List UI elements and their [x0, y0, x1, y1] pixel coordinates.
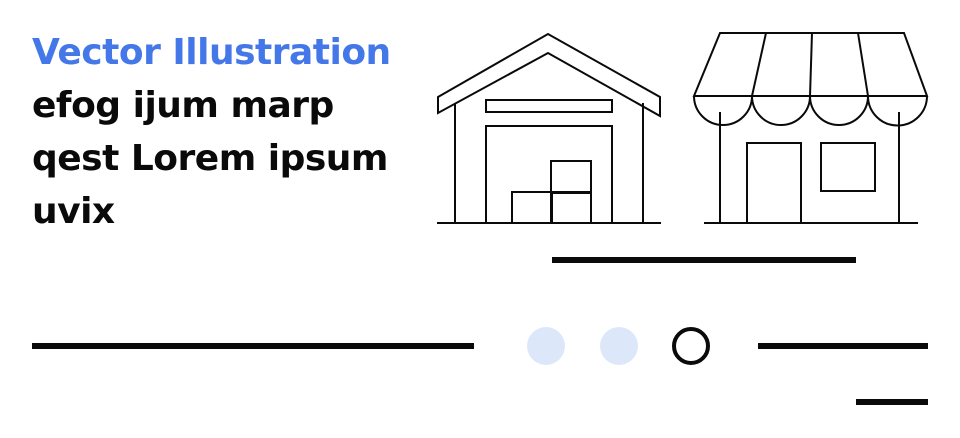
warehouse-icon [437, 32, 661, 224]
title-accent: Vector Illustration [32, 32, 391, 73]
title-block: Vector Illustration efog ijum marp qest … [32, 26, 412, 238]
title-body: efog ijum marp qest Lorem ipsum uvix [32, 85, 388, 232]
pagination-dot[interactable] [527, 327, 565, 365]
store-icon [692, 32, 929, 224]
pagination-dot-active[interactable] [672, 327, 710, 365]
pagination-dot[interactable] [600, 327, 638, 365]
